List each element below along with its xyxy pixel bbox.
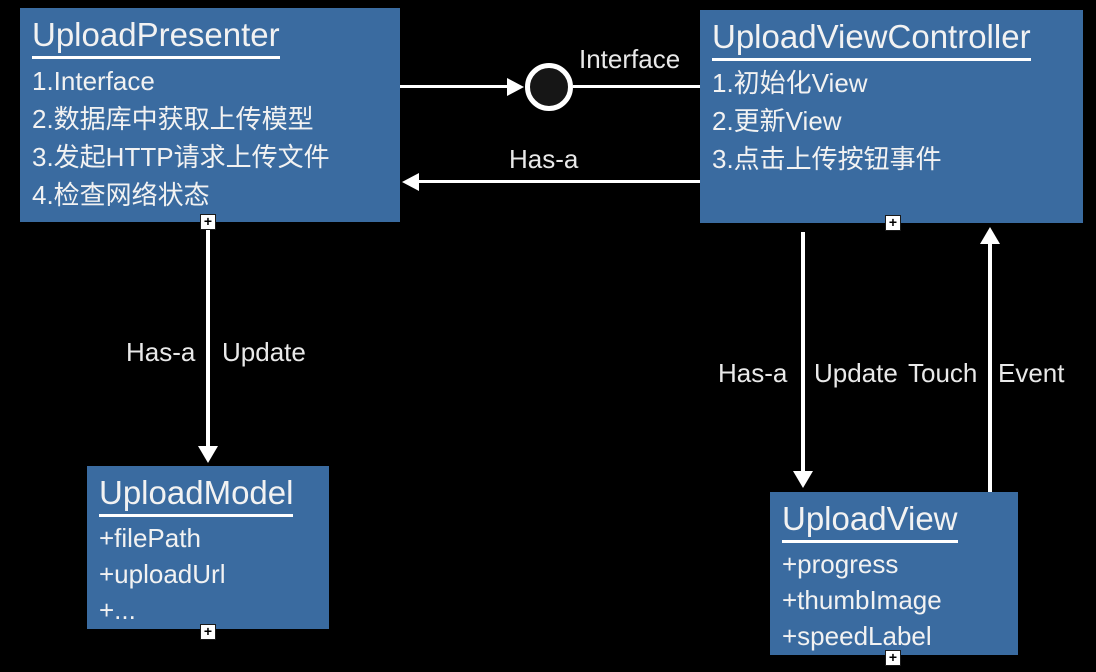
presenter-to-model-line	[206, 230, 210, 447]
class-member: 2.更新View	[712, 106, 842, 136]
class-box-upload-model: UploadModel +filePath +uploadUrl +...	[87, 466, 329, 629]
class-member: 3.发起HTTP请求上传文件	[32, 142, 330, 172]
edge-label-update-right: Update	[814, 358, 898, 388]
class-member: 4.检查网络状态	[32, 180, 210, 210]
expand-plus-icon[interactable]: +	[885, 650, 901, 666]
class-title-upload-view: UploadView	[782, 500, 958, 543]
class-member: 1.初始化View	[712, 68, 868, 98]
controller-to-view-line	[801, 232, 805, 472]
class-title-upload-view-controller: UploadViewController	[712, 18, 1031, 61]
controller-to-presenter-line	[418, 180, 700, 183]
expand-plus-icon[interactable]: +	[885, 215, 901, 231]
expand-plus-icon[interactable]: +	[200, 214, 216, 230]
class-member: 2.数据库中获取上传模型	[32, 104, 314, 134]
expand-plus-icon[interactable]: +	[200, 624, 216, 640]
class-member: +thumbImage	[782, 585, 942, 615]
class-title-upload-model: UploadModel	[99, 474, 294, 517]
edge-label-has-a: Has-a	[509, 144, 579, 174]
up-arrowhead-icon	[980, 227, 1000, 244]
down-arrowhead-icon	[793, 471, 813, 488]
left-arrowhead-icon	[402, 173, 419, 191]
edge-label-event: Event	[998, 358, 1065, 388]
right-arrowhead-icon	[507, 78, 524, 96]
down-arrowhead-icon	[198, 446, 218, 463]
edge-label-touch: Touch	[908, 358, 978, 388]
interface-lollipop-icon	[525, 63, 573, 111]
edge-label-interface: Interface	[579, 44, 681, 74]
class-title-upload-presenter: UploadPresenter	[32, 16, 280, 59]
class-member: +filePath	[99, 523, 201, 553]
class-box-upload-view: UploadView +progress +thumbImage +speedL…	[770, 492, 1018, 655]
view-to-controller-line	[988, 243, 992, 492]
presenter-to-interface-line	[400, 85, 508, 88]
class-member: +progress	[782, 549, 899, 579]
lollipop-to-controller-line	[573, 85, 700, 88]
class-member: 3.点击上传按钮事件	[712, 144, 942, 174]
class-box-upload-view-controller: UploadViewController 1.初始化View 2.更新View …	[700, 10, 1083, 223]
class-member: 1.Interface	[32, 66, 155, 96]
edge-label-update-left: Update	[222, 337, 306, 367]
edge-label-has-a-right: Has-a	[718, 358, 788, 388]
class-member: +uploadUrl	[99, 559, 226, 589]
edge-label-has-a-left: Has-a	[126, 337, 196, 367]
class-member: +...	[99, 595, 136, 625]
class-box-upload-presenter: UploadPresenter 1.Interface 2.数据库中获取上传模型…	[20, 8, 400, 222]
class-member: +speedLabel	[782, 621, 932, 651]
